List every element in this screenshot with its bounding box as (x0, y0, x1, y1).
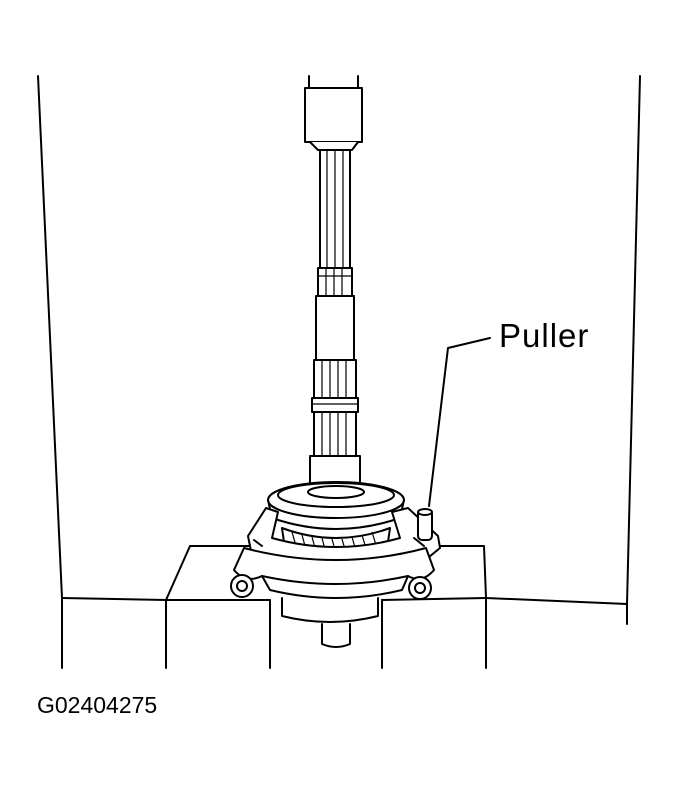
bearing-collar (267, 481, 405, 530)
figure-code: G02404275 (37, 692, 158, 718)
main-shaft (304, 75, 363, 493)
puller-callout-label: Puller (499, 317, 590, 354)
fixture-walls (37, 75, 641, 669)
lower-shaft-stub (281, 597, 379, 648)
puller-frame (230, 507, 441, 600)
callout-leader-line (428, 337, 491, 507)
